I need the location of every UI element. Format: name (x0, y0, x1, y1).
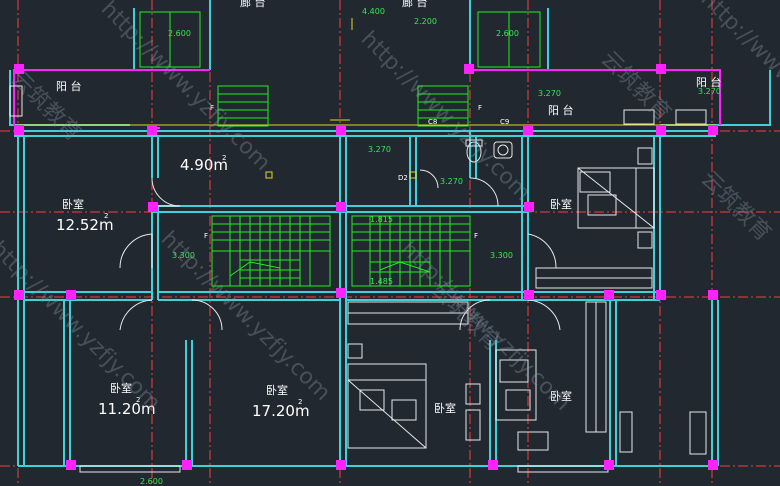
furniture (9, 85, 707, 473)
corridor-label-left: 廊 台 (240, 0, 266, 9)
columns (14, 64, 718, 470)
bedroom-label-left: 卧室 (62, 197, 84, 211)
room-labels: 4.90m 2 卧室 12.52m 2 卧室 11.20m 2 卧室 17.20… (56, 0, 722, 420)
stair-mid-b: 1.485 (370, 277, 393, 286)
door-c9: C9 (500, 118, 509, 126)
balcony-label-right-b: 阳 台 (696, 75, 722, 89)
elev-stair-right: 3.300 (490, 251, 513, 260)
bedroom-label-right-top: 卧室 (550, 197, 572, 211)
balcony-label-left: 阳 台 (56, 79, 82, 93)
elev-b: 3.270 (698, 87, 721, 96)
yellow-elements (265, 18, 417, 179)
watermark-url-1: http://www.yzfjy.com (96, 0, 275, 176)
floor-mark-b: F (478, 104, 482, 112)
elev-stair-left: 3.300 (172, 251, 195, 260)
bedroom-label-bottom-right: 卧室 (550, 389, 572, 403)
balcony-label-right-a: 阳 台 (548, 103, 574, 117)
bedroom-label-bottom-center: 卧室 (434, 401, 456, 415)
watermark-url-3: http://www.yzfjy.com (156, 227, 335, 406)
room-area-bedroom-left: 12.52m (56, 216, 114, 234)
staircase-left (211, 215, 331, 287)
room-area-bedroom-left-sup: 2 (104, 212, 108, 220)
dim-top-center-a: 4.400 (362, 7, 385, 16)
elev-a: 3.270 (538, 89, 561, 98)
stair-mid-a: 1.815 (370, 215, 393, 224)
watermarks: http://www.yzfjy.com http://www.yzfjy.co… (0, 0, 780, 416)
floor-mark-a: F (210, 104, 214, 112)
room-area-bedroom-bottom-left-sup: 2 (136, 396, 140, 404)
watermark-brand-2: 云筑教育 (596, 47, 676, 127)
room-area-bedroom-bottom-left: 11.20m (98, 400, 156, 418)
floor-mark-c: F (204, 232, 208, 240)
corridor-label-right: 廊 台 (402, 0, 428, 9)
elev-d: 3.270 (440, 177, 463, 186)
watermark-brand-4: 云筑教育 (696, 167, 776, 247)
staircase-top (217, 85, 469, 127)
dim-bottom-left: 2.600 (140, 477, 163, 486)
dim-top-right: 2.600 (496, 29, 519, 38)
room-area-small-sup: 2 (222, 154, 226, 162)
room-area-bedroom-bottom-mid-sup: 2 (298, 398, 302, 406)
dim-top-left: 2.600 (168, 29, 191, 38)
floor-mark-d: F (474, 232, 478, 240)
room-area-small: 4.90m (180, 156, 228, 174)
door-d2: D2 (398, 174, 408, 182)
top-windows (18, 11, 716, 126)
dim-top-center-b: 2.200 (414, 17, 437, 26)
door-c8: C8 (428, 118, 437, 126)
bedroom-label-bottom-left: 卧室 (110, 381, 132, 395)
elev-c: 3.270 (368, 145, 391, 154)
bedroom-label-bottom-mid: 卧室 (266, 383, 288, 397)
staircase-right (351, 215, 471, 287)
dimension-labels: 2.600 2.600 4.400 2.200 3.270 3.270 3.27… (140, 7, 721, 486)
room-area-bedroom-bottom-mid: 17.20m (252, 402, 310, 420)
